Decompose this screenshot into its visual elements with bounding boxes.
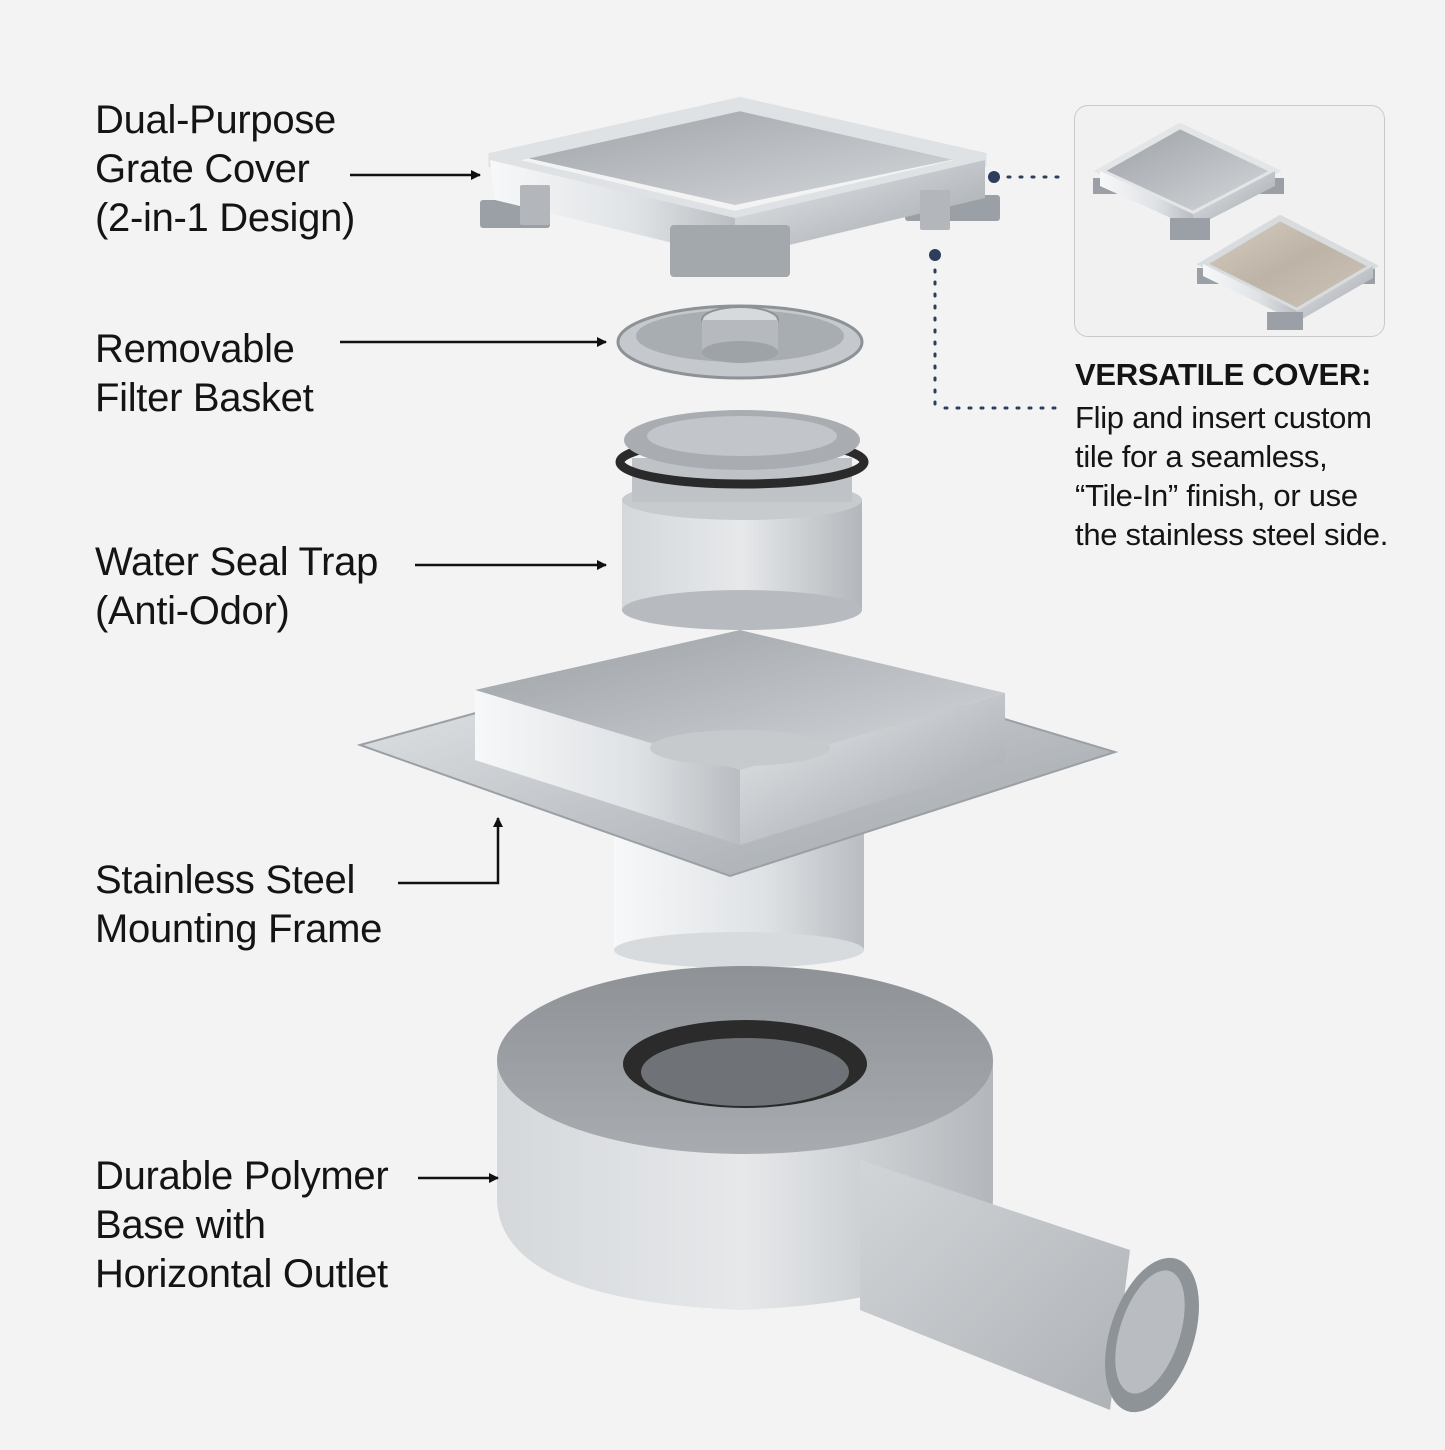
trap-label-line: (Anti-Odor): [95, 589, 290, 633]
filter-basket-label: Removable Filter Basket: [95, 325, 314, 423]
mounting-frame: [356, 630, 1119, 968]
mounting-frame-label: Stainless Steel Mounting Frame: [95, 856, 382, 954]
grate-foot-front: [670, 225, 790, 277]
frame-label-line: Mounting Frame: [95, 907, 383, 951]
cover-variants-illustration: [1093, 122, 1380, 330]
filter-label-line: Filter Basket: [95, 376, 314, 420]
versatile-cover-title: VERSATILE COVER:: [1075, 357, 1372, 392]
tile-side-cover: [1196, 214, 1380, 330]
base-label-line: Horizontal Outlet: [95, 1252, 388, 1296]
water-seal-trap: [615, 410, 869, 630]
grate-label-line: (2-in-1 Design): [95, 196, 356, 240]
inset-leader: [929, 171, 1068, 410]
versatile-cover-description: Flip and insert custom tile for a seamle…: [1075, 398, 1388, 554]
polymer-base-label: Durable Polymer Base with Horizontal Out…: [95, 1152, 389, 1299]
description-line: the stainless steel side.: [1075, 517, 1389, 552]
grate-label-line: Grate Cover: [95, 147, 310, 191]
water-seal-trap-label: Water Seal Trap (Anti-Odor): [95, 538, 378, 636]
description-line: “Tile-In” finish, or use: [1075, 478, 1358, 513]
description-line: tile for a seamless,: [1075, 439, 1328, 474]
base-label-line: Durable Polymer: [95, 1154, 389, 1198]
frame-arrow: [398, 817, 503, 885]
filter-basket: [616, 304, 864, 380]
description-line: Flip and insert custom: [1075, 400, 1372, 435]
polymer-base: [497, 966, 1199, 1413]
trap-label-line: Water Seal Trap: [95, 540, 379, 584]
versatile-cover-inset: [1074, 105, 1385, 337]
grate-cover-label: Dual-Purpose Grate Cover (2-in-1 Design): [95, 96, 355, 243]
base-label-line: Base with: [95, 1203, 266, 1247]
filter-label-line: Removable: [95, 327, 295, 371]
frame-label-line: Stainless Steel: [95, 858, 356, 902]
grate-cover: [480, 96, 1000, 277]
steel-side-cover: [1093, 122, 1284, 240]
grate-label-line: Dual-Purpose: [95, 98, 336, 142]
